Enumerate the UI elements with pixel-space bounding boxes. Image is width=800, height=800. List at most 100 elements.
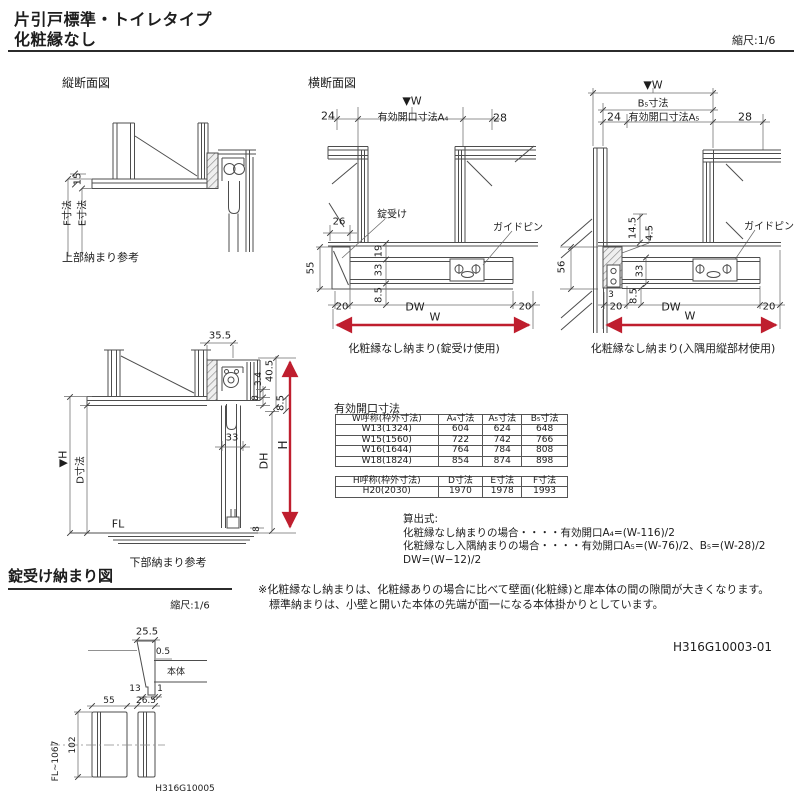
table-cell: 766 xyxy=(521,434,568,447)
dim-label-26: 26 xyxy=(332,216,346,228)
table-title: 有効開口寸法 xyxy=(334,402,400,415)
opening-dim-a5: 有効開口寸法A₅ xyxy=(628,112,700,124)
fig-vertical-section-drawing xyxy=(64,122,256,256)
dim-label-102: 102 xyxy=(68,736,78,754)
calculation-formulas: 算出式: 化粧縁なし納まりの場合・・・・有効開口A₄=(W-116)/2 化粧縁… xyxy=(403,513,765,568)
dim-label-24: 24 xyxy=(607,110,621,124)
formula-line: DW=(W−12)/2 xyxy=(403,553,482,566)
dim-label-3-4: 3.4 xyxy=(254,371,264,387)
table-cell: W15(1560) xyxy=(335,434,439,447)
marker-w: ▼W xyxy=(643,78,663,92)
table-header-cell: H呼称(枠外寸法) xyxy=(335,475,439,488)
dim-label-25-5: 25.5 xyxy=(135,626,159,638)
dim-label-b5: B₅寸法 xyxy=(637,98,669,110)
fig-cross-section-label: 横断面図 xyxy=(308,76,357,90)
fig-corner-section-drawing xyxy=(560,88,785,334)
dim-label-14-5: 14.5 xyxy=(627,216,639,240)
document-number: H316G10003-01 xyxy=(673,640,772,654)
table-cell: 742 xyxy=(482,434,523,447)
table-header-cell: B₅寸法 xyxy=(521,413,568,426)
header-divider xyxy=(8,50,794,52)
table-cell: 1978 xyxy=(482,486,523,498)
fig-cross-section-caption: 化粧縁なし納まり(錠受け使用) xyxy=(348,342,500,355)
dim-label-w: W xyxy=(684,309,696,323)
lock-detail-scale: 縮尺:1/6 xyxy=(170,600,210,612)
opening-height-table: H呼称(枠外寸法) D寸法 E寸法 F寸法 H20(2030) 1970 197… xyxy=(335,475,568,498)
fig-lower-section-caption: 下部納まり参考 xyxy=(129,556,207,569)
lock-detail-ref-number: H316G10005 xyxy=(155,784,215,794)
table-cell: 1970 xyxy=(437,486,484,498)
table-cell: W13(1324) xyxy=(335,424,439,436)
sheet-scale: 縮尺:1/6 xyxy=(732,34,776,47)
lock-detail-divider xyxy=(8,588,232,590)
dim-label-33: 33 xyxy=(225,432,239,444)
dim-label-56: 56 xyxy=(556,260,568,274)
dim-label-26-5: 26.5 xyxy=(135,696,157,706)
footnote-line: 標準納まりは、小壁と開いた本体の先端が面一になる本体掛かりとしています。 xyxy=(269,597,664,611)
fig-lower-section-drawing xyxy=(64,339,299,544)
dim-label-fl-1067: FL~1067 xyxy=(51,740,61,782)
table-cell: 1993 xyxy=(521,486,568,498)
table-cell: 784 xyxy=(482,445,523,457)
page-title-line2: 化粧縁なし xyxy=(14,30,97,49)
formula-line: 化粧縁なし納まりの場合・・・・有効開口A₄=(W-116)/2 xyxy=(403,526,675,539)
table-header-cell: F寸法 xyxy=(521,475,568,488)
dim-label-dh: DH xyxy=(257,452,271,470)
fig-lock-detail-drawing xyxy=(50,636,207,781)
body-label: 本体 xyxy=(166,667,186,678)
table-cell: 808 xyxy=(521,445,568,457)
table-cell: W18(1824) xyxy=(335,455,439,468)
table-cell: 648 xyxy=(521,424,568,436)
opening-width-table: W呼称(枠外寸法) A₄寸法 A₅寸法 B₅寸法 W13(1324) 604 6… xyxy=(335,413,568,468)
dim-label-13: 13 xyxy=(129,684,141,694)
callout-lock-receiver: 錠受け xyxy=(377,209,407,221)
dim-label-28: 28 xyxy=(738,110,752,124)
dim-label-8-5: 8.5 xyxy=(628,288,640,304)
table-header-cell: W呼称(枠外寸法) xyxy=(335,413,439,426)
dim-label-0-5: 0.5 xyxy=(155,647,171,657)
dim-label-20-right: 20 xyxy=(518,301,532,313)
dim-label-8-5: 8.5 xyxy=(373,287,385,303)
dim-label-e: E寸法 xyxy=(77,199,89,227)
dim-label-20-right: 20 xyxy=(762,301,776,313)
table-header-cell: D寸法 xyxy=(437,475,484,488)
dim-label-55: 55 xyxy=(103,696,115,706)
dim-label-28: 28 xyxy=(493,111,507,125)
dim-label-d: D寸法 xyxy=(75,456,87,484)
page-title-line1: 片引戸標準・トイレタイプ xyxy=(14,10,213,29)
dim-label-8-bottom: 8 xyxy=(252,526,262,532)
dim-label-3: 3 xyxy=(608,290,614,300)
footnote-line: ※化粧縁なし納まりは、化粧縁ありの場合に比べて壁面(化粧縁)と扉本体の間の隙間が… xyxy=(258,583,770,596)
table-header-cell: A₄寸法 xyxy=(437,413,484,426)
dim-label-20-left: 20 xyxy=(335,301,349,313)
table-cell: 604 xyxy=(437,424,484,436)
fig-vertical-section-caption: 上部納まり参考 xyxy=(62,251,139,264)
dim-label-8-5: 8.5 xyxy=(275,395,287,411)
table-header-cell: A₅寸法 xyxy=(482,413,523,426)
dim-label-35-5: 35.5 xyxy=(208,330,232,342)
dim-label-24: 24 xyxy=(321,109,335,123)
dim-label-40-5: 40.5 xyxy=(264,359,276,383)
table-cell: H20(2030) xyxy=(335,486,439,498)
formula-title: 算出式: xyxy=(403,513,439,525)
dim-label-1: 1 xyxy=(157,684,163,694)
dim-label-f: F寸法 xyxy=(62,200,74,226)
footnotes: ※化粧縁なし納まりは、化粧縁ありの場合に比べて壁面(化粧縁)と扉本体の間の隙間が… xyxy=(258,583,769,612)
marker-h: ▼H xyxy=(56,450,70,468)
table-cell: 898 xyxy=(521,455,568,468)
marker-w: ▼W xyxy=(402,94,422,108)
dim-label-33: 33 xyxy=(373,263,385,277)
callout-guide-pin: ガイドピン xyxy=(493,222,543,234)
table-cell: 854 xyxy=(437,455,484,468)
dim-label-55: 55 xyxy=(305,261,317,275)
dim-label-19: 19 xyxy=(373,244,385,258)
dim-label-20-left: 20 xyxy=(609,301,623,313)
opening-dim-a4: 有効開口寸法A₄ xyxy=(377,112,449,124)
callout-guide-pin: ガイドピン xyxy=(744,221,794,233)
table-header-cell: E寸法 xyxy=(482,475,523,488)
table-cell: W16(1644) xyxy=(335,445,439,457)
fig-corner-section-caption: 化粧縁なし納まり(入隅用縦部材使用) xyxy=(590,342,776,355)
dim-label-15: 15 xyxy=(72,172,84,186)
floor-level-label: FL xyxy=(111,517,125,531)
